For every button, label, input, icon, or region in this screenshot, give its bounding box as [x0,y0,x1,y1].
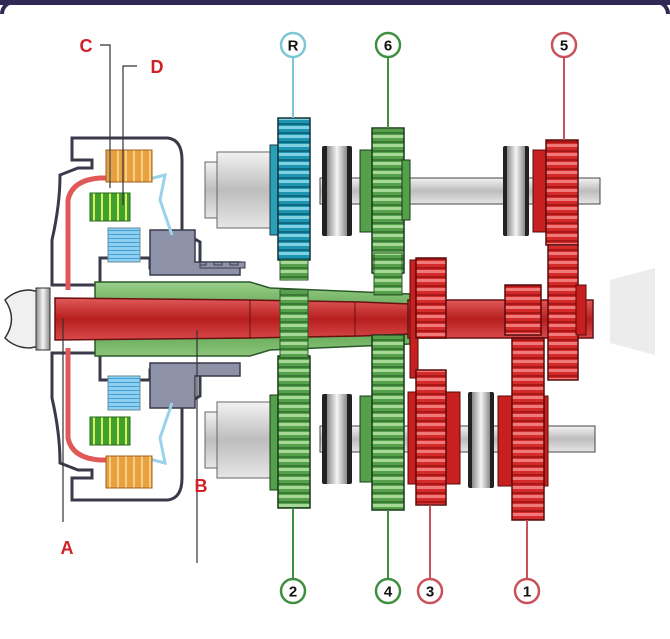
gear-3-drive [415,257,447,339]
gear-label-2: 2 [279,577,307,605]
input-flange [35,287,51,351]
gear-label-4: 4 [374,577,402,605]
gear-1 [511,337,545,521]
reverse-idler-mesh [279,259,309,281]
gear-4 [371,334,405,511]
input-stub [4,289,41,349]
frame-corner-left [0,0,14,14]
synchronizer-r6 [322,146,352,236]
gear-label-6: 6 [374,31,402,59]
gear-label-text: 2 [289,584,297,601]
gear-label-ring [550,31,578,59]
gear-label-text: 1 [523,584,531,601]
clutch-pack-d-bottom [89,416,131,446]
gear-label-5: 5 [550,31,578,59]
gear-label-ring [279,577,307,605]
synchronizer-13 [468,392,494,488]
gear-label-text: 6 [384,38,392,55]
gear-label-3: 3 [416,577,444,605]
return-spring-top [107,227,141,263]
gear-label-text: 3 [426,584,434,601]
lower-output-pinion [204,401,274,479]
return-spring-bottom [107,375,141,411]
label-d: D [151,57,164,77]
clutch-pack-c-top [105,149,153,183]
gear-6-drive [373,252,403,296]
clutch-pack-d-top [89,192,131,222]
output-arrow [610,268,655,355]
gear-label-ring [374,577,402,605]
gear-6 [371,127,405,274]
top-frame-border [0,0,670,5]
inner-input-shaft [54,297,411,341]
gear-label-ring [416,577,444,605]
gear-1-drive [504,284,542,336]
leader-lines-letters [62,44,198,563]
gear-label-r: R [279,31,307,59]
synchronizer-5 [503,146,529,236]
label-b: B [195,476,208,496]
upper-output-pinion [204,151,274,229]
gear-5 [545,139,579,246]
gear-2 [277,355,311,509]
frame-corner-right [656,0,670,14]
gear-label-1: 1 [513,577,541,605]
gear-label-ring [374,31,402,59]
label-c: C [80,36,93,56]
synchronizer-24 [322,394,352,484]
gear-label-ring [279,31,307,59]
gear-label-text: R [288,38,299,55]
gear-2-drive [279,289,309,359]
gear-3 [415,369,447,506]
gear-label-text: 4 [384,584,393,601]
gear-5-drive [547,244,579,381]
gear-label-ring [513,577,541,605]
gear-label-text: 5 [560,38,568,55]
label-a: A [61,538,74,558]
reverse-gear [277,117,311,261]
clutch-pack-c-bottom [105,455,153,489]
